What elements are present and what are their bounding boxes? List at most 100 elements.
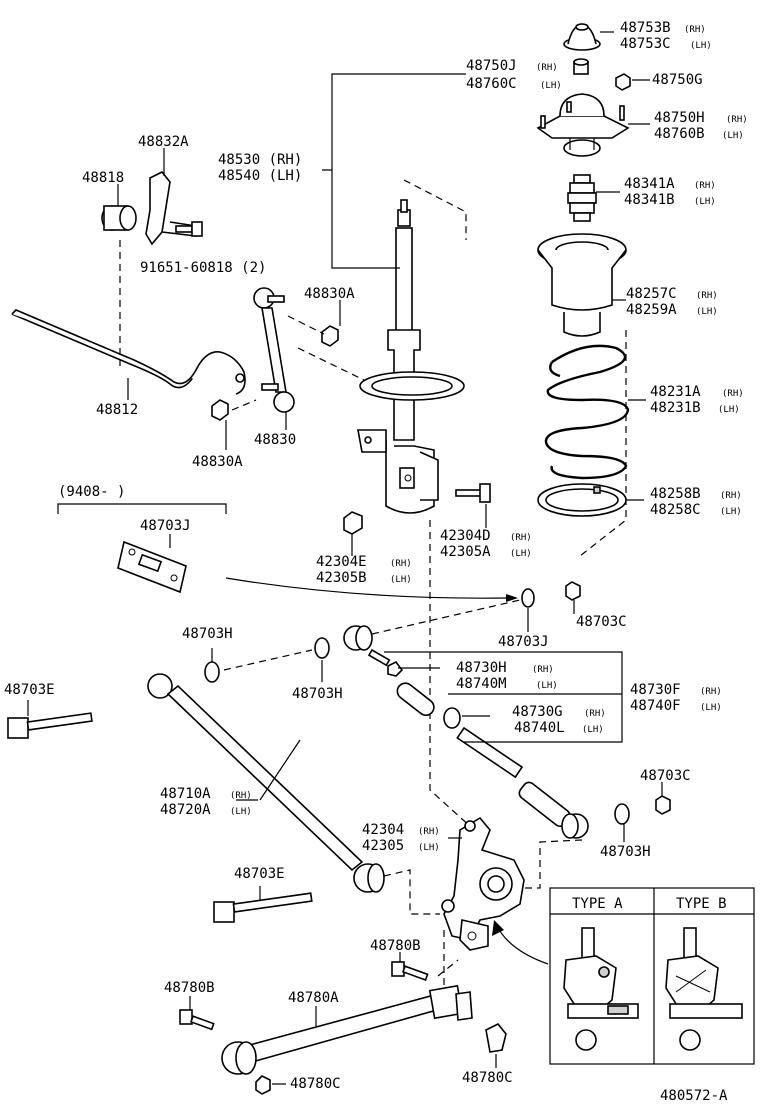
label-42304e-side: (RH) <box>390 559 412 569</box>
label-48730f-side: (RH) <box>700 687 722 697</box>
stabilizer-bar <box>11 309 246 395</box>
label-48780a: 48780A <box>288 990 339 1006</box>
spring-bumper-insulator <box>537 233 627 337</box>
label-48740f-side: (LH) <box>700 703 722 713</box>
label-48750h-side: (RH) <box>726 115 748 125</box>
label-48231b-side: (LH) <box>718 405 740 415</box>
label-48259a-side: (LH) <box>696 307 718 317</box>
callout-strut <box>331 170 400 269</box>
washer-48703h-left <box>204 661 220 683</box>
bolt-48703e-mid <box>213 892 313 923</box>
label-48258b-side: (RH) <box>720 491 742 501</box>
label-48730h: 48730H <box>456 660 507 676</box>
diagram-id: 480572-A <box>660 1088 728 1104</box>
label-48753c-side: (LH) <box>690 41 712 51</box>
arrow-plate <box>225 577 507 599</box>
label-48257c: 48257C <box>626 286 677 302</box>
strut-bolt <box>455 483 491 503</box>
label-48830a-bot: 48830A <box>192 454 243 470</box>
label-type-b: TYPE B <box>676 896 727 912</box>
callout-arm-group <box>384 651 623 743</box>
label-48750g: 48750G <box>652 72 703 88</box>
nut-48703c-bot <box>655 795 671 815</box>
label-42305a: 42305A <box>440 544 491 560</box>
label-48703e-mid: 48703E <box>234 866 285 882</box>
label-42305b-side: (LH) <box>390 575 412 585</box>
label-48730f: 48730F <box>630 682 681 698</box>
label-48730g: 48730G <box>512 704 563 720</box>
type-b-knuckle <box>665 927 743 1051</box>
label-48703j-top: 48703J <box>140 518 191 534</box>
label-42304: 42304 <box>362 822 404 838</box>
label-48740m-side: (LH) <box>536 681 558 691</box>
label-48703e-left: 48703E <box>4 682 55 698</box>
rear-axle-carrier <box>441 816 525 951</box>
guide-line-spring <box>579 330 627 557</box>
type-comparison-box <box>549 887 755 1065</box>
label-48231a: 48231A <box>650 384 701 400</box>
coil-spring <box>544 344 630 480</box>
leader-48710a-diag <box>259 739 301 801</box>
guide-arm-to-washer <box>371 599 521 635</box>
label-48703h-bot: 48703H <box>600 844 651 860</box>
callout-48750j <box>322 73 466 171</box>
guide-washers <box>223 649 313 671</box>
bound-stopper <box>567 174 597 222</box>
label-48830a-top: 48830A <box>304 286 355 302</box>
label-48259a: 48259A <box>626 302 677 318</box>
guide-link-to-strut <box>297 347 365 381</box>
label-48710a: 48710A <box>160 786 211 802</box>
label-48231b: 48231B <box>650 400 701 416</box>
label-48341b-side: (LH) <box>694 197 716 207</box>
link-nut-bottom <box>211 399 229 421</box>
guide-link-nut-bottom <box>231 399 257 411</box>
nut-48780c-bot <box>255 1075 271 1095</box>
label-48750h: 48750H <box>654 110 705 126</box>
label-42305a-side: (LH) <box>510 549 532 559</box>
label-48740m: 48740M <box>456 676 507 692</box>
link-nut-top <box>321 325 339 347</box>
label-48341a-side: (RH) <box>694 181 716 191</box>
label-48832a: 48832A <box>138 134 189 150</box>
upper-mount-dust-cap <box>563 23 601 51</box>
mount-nut-small <box>615 73 631 91</box>
label-48780c-bot: 48780C <box>290 1076 341 1092</box>
guide-line-shock-top <box>403 179 467 240</box>
washer-48703j <box>521 588 535 608</box>
label-48818: 48818 <box>82 170 124 186</box>
plate-48703j <box>117 540 187 594</box>
label-48258c: 48258C <box>650 502 701 518</box>
stabilizer-bushing <box>101 205 137 231</box>
label-48258c-side: (LH) <box>720 507 742 517</box>
label-48753b-side: (RH) <box>684 25 706 35</box>
strut-nut <box>343 511 363 535</box>
label-48257c-side: (RH) <box>696 291 718 301</box>
label-48341b: 48341B <box>624 192 675 208</box>
arrow-plate-head <box>506 594 518 602</box>
label-9408: (9408- ) <box>58 484 125 500</box>
variant-bracket <box>57 503 227 514</box>
label-48740l-side: (LH) <box>582 725 604 735</box>
label-48720a-side: (LH) <box>230 807 252 817</box>
label-48703h-left: 48703H <box>182 626 233 642</box>
label-48780c-right: 48780C <box>462 1070 513 1086</box>
shock-absorber <box>357 199 465 514</box>
label-48740l: 48740L <box>514 720 565 736</box>
label-48730h-side: (RH) <box>532 665 554 675</box>
bracket-bolt <box>175 221 203 237</box>
lower-arm-48710a <box>147 673 385 893</box>
arrow-type-head <box>492 920 504 936</box>
label-48258b: 48258B <box>650 486 701 502</box>
label-48760b: 48760B <box>654 126 705 142</box>
label-91651: 91651-60818 (2) <box>140 260 266 276</box>
washer-48703h-bot <box>614 803 630 825</box>
label-48780b-left: 48780B <box>164 980 215 996</box>
guide-link-nut <box>287 315 325 335</box>
label-48760c-side: (LH) <box>540 81 562 91</box>
label-48720a: 48720A <box>160 802 211 818</box>
washer-48703h-mid <box>314 637 330 659</box>
guide-48780b-mid <box>437 959 459 977</box>
label-42304d-side: (RH) <box>510 533 532 543</box>
stabilizer-bracket <box>145 170 197 246</box>
